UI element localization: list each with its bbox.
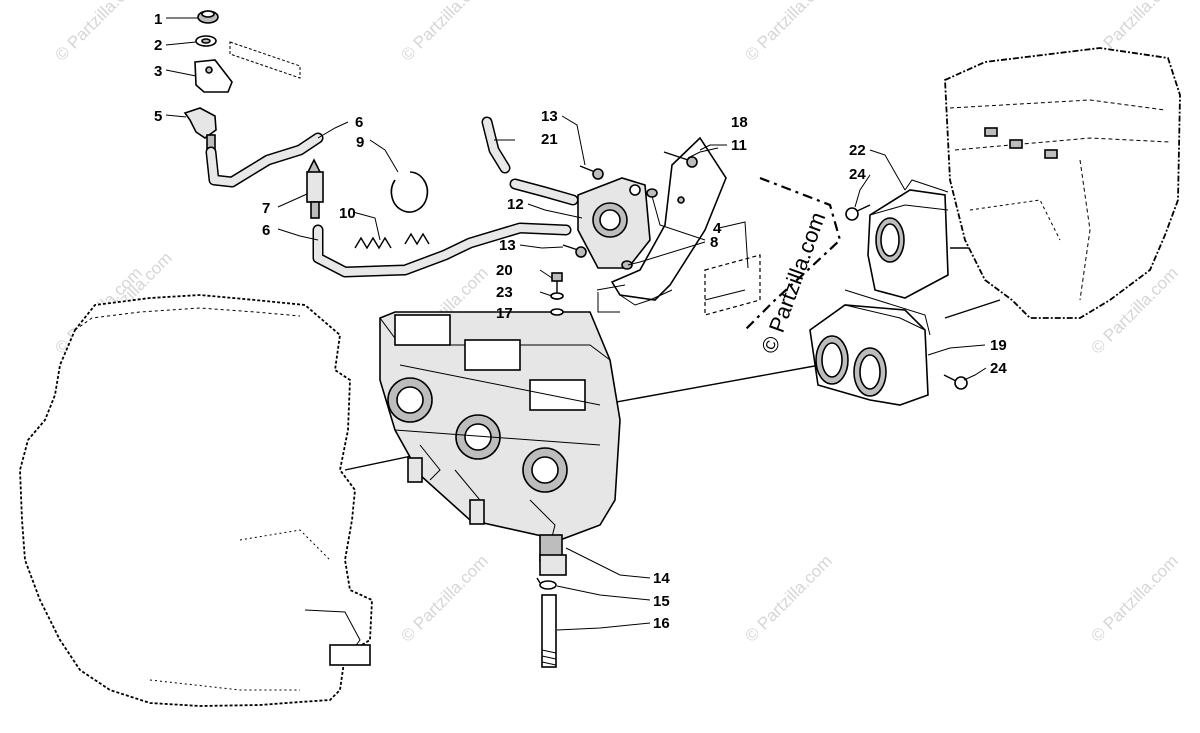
callout-23: 23	[496, 284, 513, 301]
callout-9: 9	[356, 134, 364, 151]
carburetor-assembly	[379, 311, 621, 562]
intake-boot-upper	[867, 179, 949, 299]
callout-20: 20	[496, 262, 513, 279]
callout-22: 22	[849, 142, 866, 159]
callout-3: 3	[154, 63, 162, 80]
callout-13-upper: 13	[541, 108, 558, 125]
callout-24-upper: 24	[849, 166, 866, 183]
spring-part	[404, 232, 430, 246]
callout-8: 8	[710, 234, 718, 251]
callout-14: 14	[653, 570, 670, 587]
callout-16: 16	[653, 615, 670, 632]
clip-part	[390, 171, 429, 213]
assembly-line	[599, 364, 821, 406]
guide-lines	[596, 176, 1040, 331]
callout-4: 4	[713, 220, 722, 237]
watermark: © Partzilla.com	[741, 0, 835, 65]
spring-part	[354, 236, 392, 250]
fasteners	[536, 151, 754, 668]
callout-1: 1	[154, 11, 162, 28]
leader-lines	[165, 17, 987, 631]
watermark: © Partzilla.com	[397, 551, 491, 645]
air-box	[944, 47, 1181, 319]
callout-19: 19	[990, 337, 1007, 354]
watermark: © Partzilla.com	[397, 0, 491, 65]
mounting-bracket	[610, 136, 727, 306]
throttle-body	[577, 177, 651, 269]
upper-fittings	[183, 10, 430, 250]
callout-6-upper: 6	[355, 114, 363, 131]
valve-part	[183, 107, 217, 139]
watermark: © Partzilla.com	[51, 0, 145, 65]
engine-outline	[19, 294, 373, 707]
callout-18: 18	[731, 114, 748, 131]
hoses	[205, 116, 579, 278]
callout-11: 11	[731, 137, 747, 154]
callout-21: 21	[541, 131, 558, 148]
callout-6-lower: 6	[262, 222, 270, 239]
callout-24-lower: 24	[990, 360, 1007, 377]
filter-part	[306, 171, 324, 203]
rivets	[845, 204, 968, 390]
callout-12: 12	[507, 196, 524, 213]
intake-boot-lower	[809, 289, 931, 406]
callout-5: 5	[154, 108, 162, 125]
watermark: © Partzilla.com	[741, 551, 835, 645]
callout-2: 2	[154, 37, 162, 54]
callout-7: 7	[262, 200, 270, 217]
callout-numbers: 1 2 3 5 6 9 7 10 6 13 21 12 13 20 23 17 …	[154, 11, 1007, 632]
bracket-part	[194, 59, 233, 93]
callout-13-lower: 13	[499, 237, 516, 254]
callout-17: 17	[496, 305, 513, 322]
callout-15: 15	[653, 593, 670, 610]
callout-10: 10	[339, 205, 356, 222]
watermark: © Partzilla.com	[1087, 551, 1181, 645]
